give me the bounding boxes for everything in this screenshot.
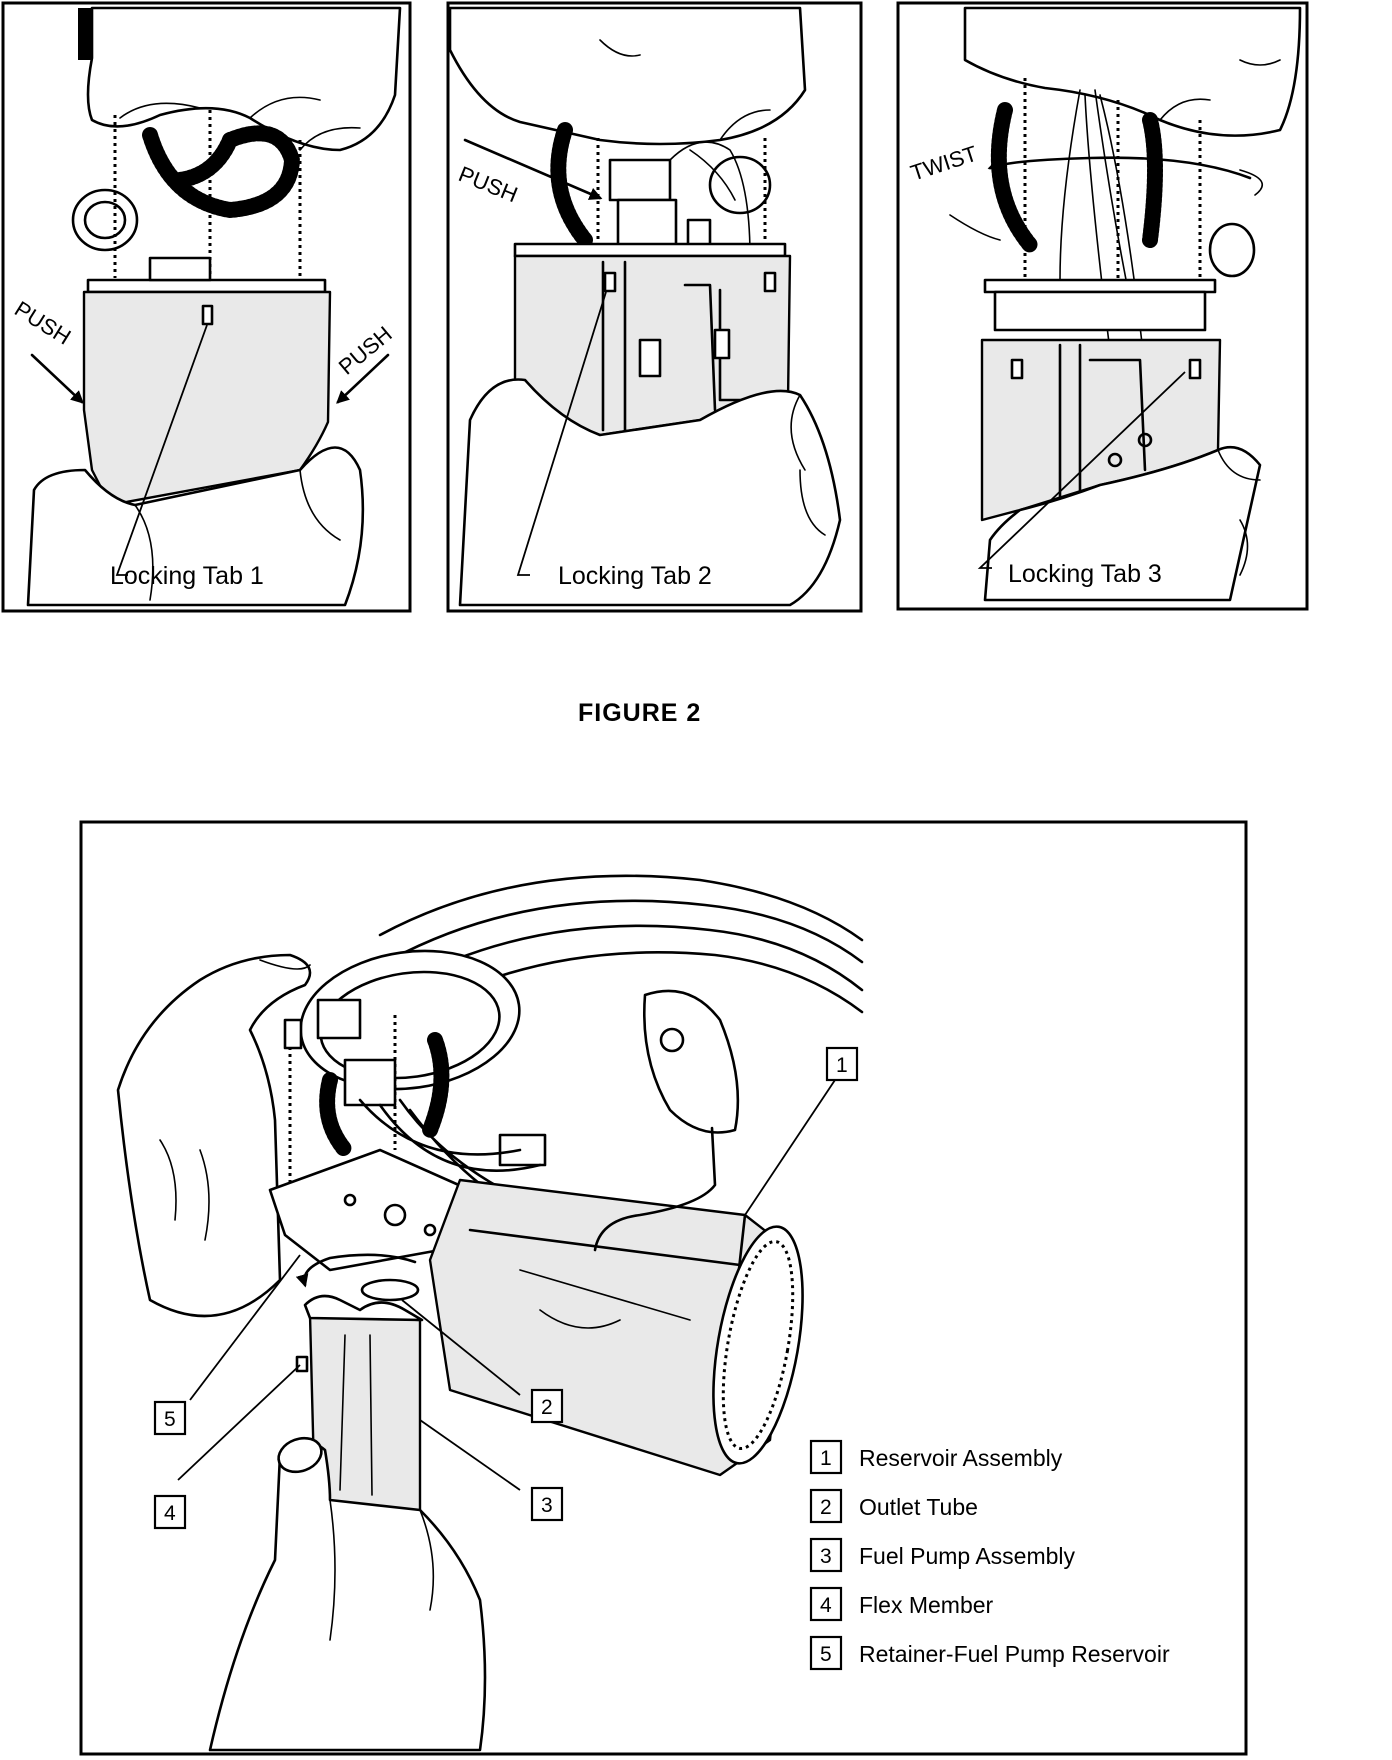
legend-item-text: Retainer-Fuel Pump Reservoir — [859, 1641, 1170, 1667]
panel-1-illustration — [26, 6, 402, 607]
legend-item: 2 Outlet Tube — [809, 1488, 978, 1524]
panel-1-label: Locking Tab 1 — [110, 562, 264, 590]
legend-item: 1 Reservoir Assembly — [809, 1439, 1063, 1475]
panel-3-label: Locking Tab 3 — [1008, 560, 1162, 588]
legend-item-text: Flex Member — [859, 1592, 994, 1618]
legend-item: 3 Fuel Pump Assembly — [809, 1537, 1076, 1573]
legend-item-number: 5 — [820, 1643, 832, 1666]
legend-item-number: 3 — [820, 1545, 832, 1568]
legend-item-number: 4 — [820, 1594, 832, 1617]
callout-marker-2-number: 2 — [541, 1396, 553, 1419]
legend-item-number: 2 — [820, 1496, 832, 1519]
legend-item: 4 Flex Member — [809, 1586, 994, 1622]
callout-marker-3: 3 — [530, 1486, 564, 1522]
legend-item-text: Fuel Pump Assembly — [859, 1543, 1076, 1569]
callout-marker-5-number: 5 — [164, 1408, 176, 1431]
panel-2-label: Locking Tab 2 — [558, 562, 712, 590]
legend: 1 Reservoir Assembly 2 Outlet Tube 3 Fue… — [809, 1439, 1170, 1671]
panel-locking-tab-1: PUSH PUSH Locking Tab 1 — [1, 1, 412, 613]
legend-item-text: Reservoir Assembly — [859, 1445, 1063, 1471]
legend-item-text: Outlet Tube — [859, 1494, 978, 1520]
callout-marker-1-number: 1 — [836, 1054, 848, 1077]
legend-item: 5 Retainer-Fuel Pump Reservoir — [809, 1635, 1170, 1671]
callout-marker-3-number: 3 — [541, 1494, 553, 1517]
callout-marker-5: 5 — [153, 1400, 187, 1436]
exploded-view-illustration — [116, 874, 864, 1752]
exploded-view-panel: 1 2 3 4 5 1 Reservoir Assembly — [79, 820, 1248, 1756]
figure-title: FIGURE 2 — [578, 699, 701, 727]
panel-3-illustration — [949, 6, 1302, 602]
callout-marker-1: 1 — [825, 1046, 859, 1082]
callout-marker-4: 4 — [153, 1494, 187, 1530]
panel-locking-tab-3: TWIST Locking Tab 3 — [896, 1, 1309, 611]
legend-item-number: 1 — [820, 1447, 832, 1470]
panel-2-illustration — [448, 6, 842, 607]
panel-locking-tab-2: PUSH Locking Tab 2 — [446, 1, 863, 613]
callout-marker-4-number: 4 — [164, 1502, 176, 1525]
callout-marker-2: 2 — [530, 1388, 564, 1424]
